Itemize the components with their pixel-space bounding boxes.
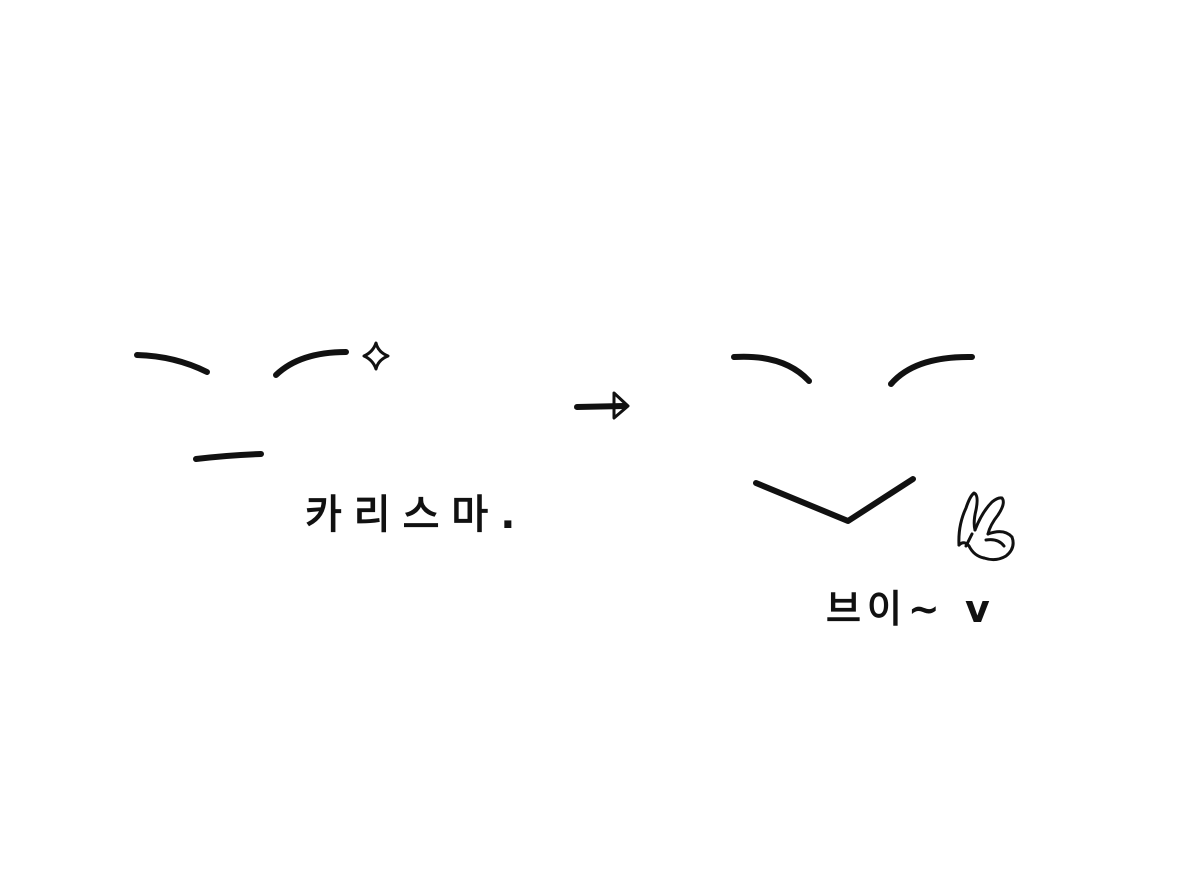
left-face-mouth [193,451,264,462]
peace-sign-hand-icon [957,491,1015,562]
left-face-left-eye [134,352,210,375]
right-face-caption: 브이~ v [826,587,996,631]
left-face [134,341,390,462]
right-face-right-eye [888,353,975,387]
sparkle-icon [362,341,390,371]
left-face-caption: 카리스마. [305,492,528,538]
right-face [731,353,975,524]
right-face-left-eye [731,353,812,384]
arrow-icon [574,391,630,420]
left-face-right-eye [273,349,349,378]
right-face-v-mouth [753,476,916,524]
